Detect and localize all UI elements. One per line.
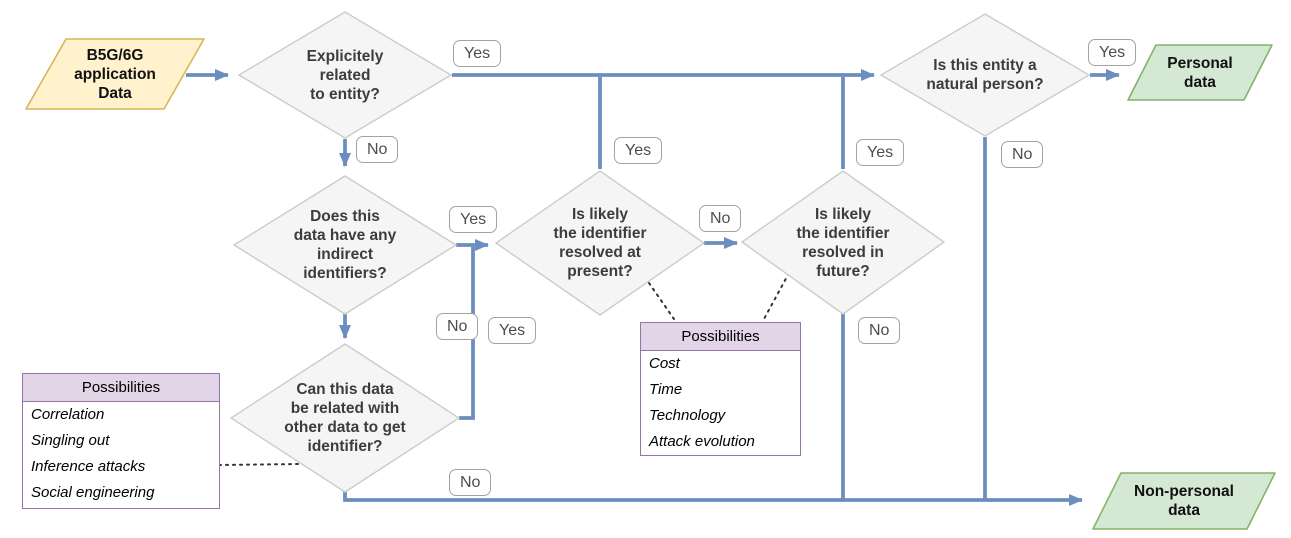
- edge-label-person-no: No: [1001, 141, 1044, 168]
- edge-label-indirect-yes: Yes: [449, 206, 498, 233]
- node-decision-future: Is likely the identifier resolved in fut…: [741, 170, 945, 315]
- node-decision-present: Is likely the identifier resolved at pre…: [495, 170, 705, 316]
- node-decision-related: Can this data be related with other data…: [230, 343, 460, 493]
- decision-diamond-shape: [230, 343, 460, 493]
- possibilities-box-attacks: Possibilities Correlation Singling out I…: [22, 373, 220, 509]
- decision-present-label: Is likely the identifier resolved at pre…: [553, 206, 647, 280]
- personal-data-label: Personal data: [1167, 54, 1233, 91]
- decision-diamond-shape: [741, 170, 945, 315]
- edge-related-yes-up: [459, 247, 475, 420]
- possibilities-factors-item: Cost: [649, 355, 680, 372]
- nonpersonal-parallelogram-shape: [1092, 472, 1276, 530]
- decision-person-label: Is this entity a natural person?: [926, 57, 1044, 93]
- node-personal-data: Personal data: [1127, 44, 1273, 101]
- decision-diamond-shape: [238, 11, 452, 139]
- possibilities-factors-item: Attack evolution: [649, 433, 755, 450]
- edge-label-person-yes: Yes: [1088, 39, 1137, 66]
- decision-diamond-shape: [495, 170, 705, 316]
- edge-label-future-no: No: [858, 317, 901, 344]
- possibilities-box-factors: Possibilities Cost Time Technology Attac…: [640, 322, 801, 456]
- start-label: B5G/6G application Data: [74, 46, 156, 102]
- edge-label-explicit-yes: Yes: [453, 40, 502, 67]
- node-start: B5G/6G application Data: [25, 38, 205, 110]
- edge-label-related-yes: Yes: [488, 317, 537, 344]
- start-parallelogram-shape: [25, 38, 205, 110]
- dotted-present-possibilities-link: [648, 282, 675, 320]
- personal-parallelogram-shape: [1127, 44, 1273, 101]
- nonpersonal-data-label: Non-personal data: [1134, 483, 1234, 519]
- node-nonpersonal-data: Non-personal data: [1092, 472, 1276, 530]
- dotted-future-possibilities-link: [763, 272, 790, 320]
- decision-explicit-label: Explicitely related to entity?: [306, 47, 384, 103]
- possibilities-attacks-title: Possibilities: [23, 374, 219, 402]
- edge-label-future-yes: Yes: [856, 139, 905, 166]
- node-decision-explicit: Explicitely related to entity?: [238, 11, 452, 139]
- decision-diamond-shape: [880, 13, 1090, 137]
- edge-label-present-no: No: [699, 205, 742, 232]
- dotted-left-possibilities-link: [218, 463, 301, 466]
- possibilities-factors-item: Time: [649, 381, 683, 398]
- edge-related-no-to-nonpersonal: [343, 491, 1083, 506]
- possibilities-factors-item: Technology: [649, 407, 726, 424]
- edge-label-related-no: No: [449, 469, 492, 496]
- edge-label-explicit-no: No: [356, 136, 399, 163]
- node-decision-person: Is this entity a natural person?: [880, 13, 1090, 137]
- decision-indirect-label: Does this data have any indirect identif…: [293, 208, 397, 282]
- edge-label-indirect-no: No: [436, 313, 479, 340]
- possibilities-attacks-item: Social engineering: [31, 484, 155, 501]
- edge-label-present-yes: Yes: [614, 137, 663, 164]
- possibilities-attacks-item: Inference attacks: [31, 458, 146, 475]
- node-decision-indirect: Does this data have any indirect identif…: [233, 175, 457, 315]
- decision-diamond-shape: [233, 175, 457, 315]
- possibilities-factors-title: Possibilities: [641, 323, 800, 351]
- decision-future-label: Is likely the identifier resolved in fut…: [796, 205, 890, 280]
- decision-related-label: Can this data be related with other data…: [284, 381, 406, 455]
- possibilities-attacks-item: Correlation: [31, 406, 105, 423]
- possibilities-attacks-item: Singling out: [31, 432, 110, 449]
